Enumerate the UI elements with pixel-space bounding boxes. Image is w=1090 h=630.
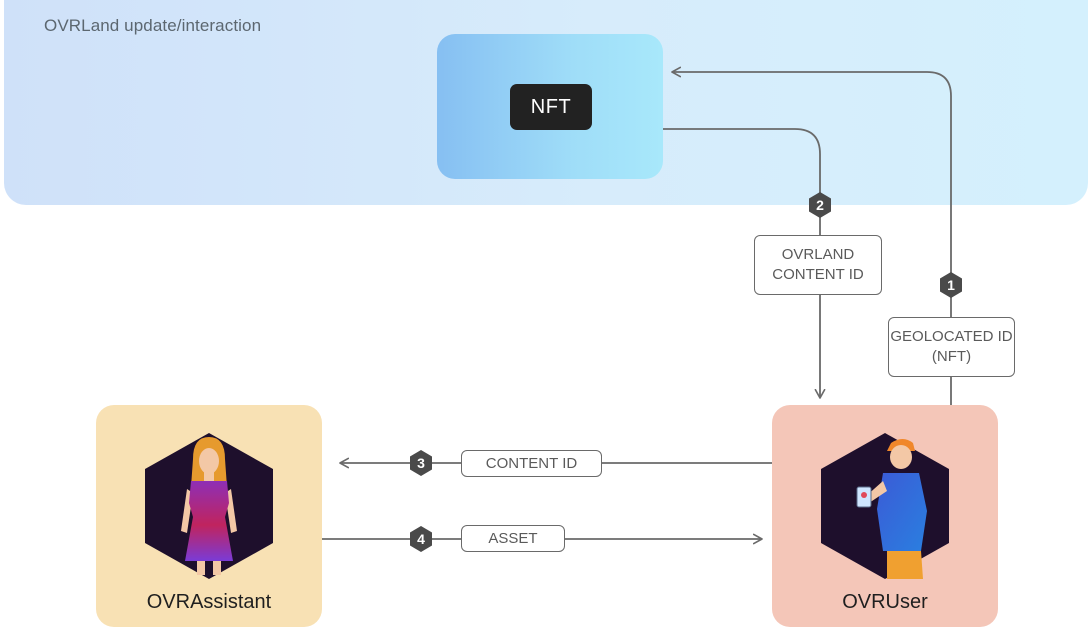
edge-label-ovrland-content-id: OVRLAND CONTENT ID xyxy=(754,235,882,295)
nft-label: NFT xyxy=(510,84,592,130)
user-avatar-icon xyxy=(821,433,949,579)
step-badge-1: 1 xyxy=(939,271,963,299)
assistant-node: OVRAssistant xyxy=(96,405,322,627)
edge-label-asset: ASSET xyxy=(461,525,565,552)
arrow-ovrland-content-id xyxy=(663,128,826,399)
edge-label-geolocated-id: GEOLOCATED ID (NFT) xyxy=(888,317,1015,377)
assistant-avatar-icon xyxy=(145,433,273,579)
user-node: OVRUser xyxy=(772,405,998,627)
step-badge-4: 4 xyxy=(409,525,433,553)
user-label: OVRUser xyxy=(842,591,928,613)
arrow-geolocated-id xyxy=(671,66,952,405)
assistant-label: OVRAssistant xyxy=(146,591,272,613)
step-badge-2: 2 xyxy=(808,191,832,219)
edge-label-content-id: CONTENT ID xyxy=(461,450,602,477)
region-title: OVRLand update/interaction xyxy=(44,16,262,35)
step-badge-3: 3 xyxy=(409,449,433,477)
